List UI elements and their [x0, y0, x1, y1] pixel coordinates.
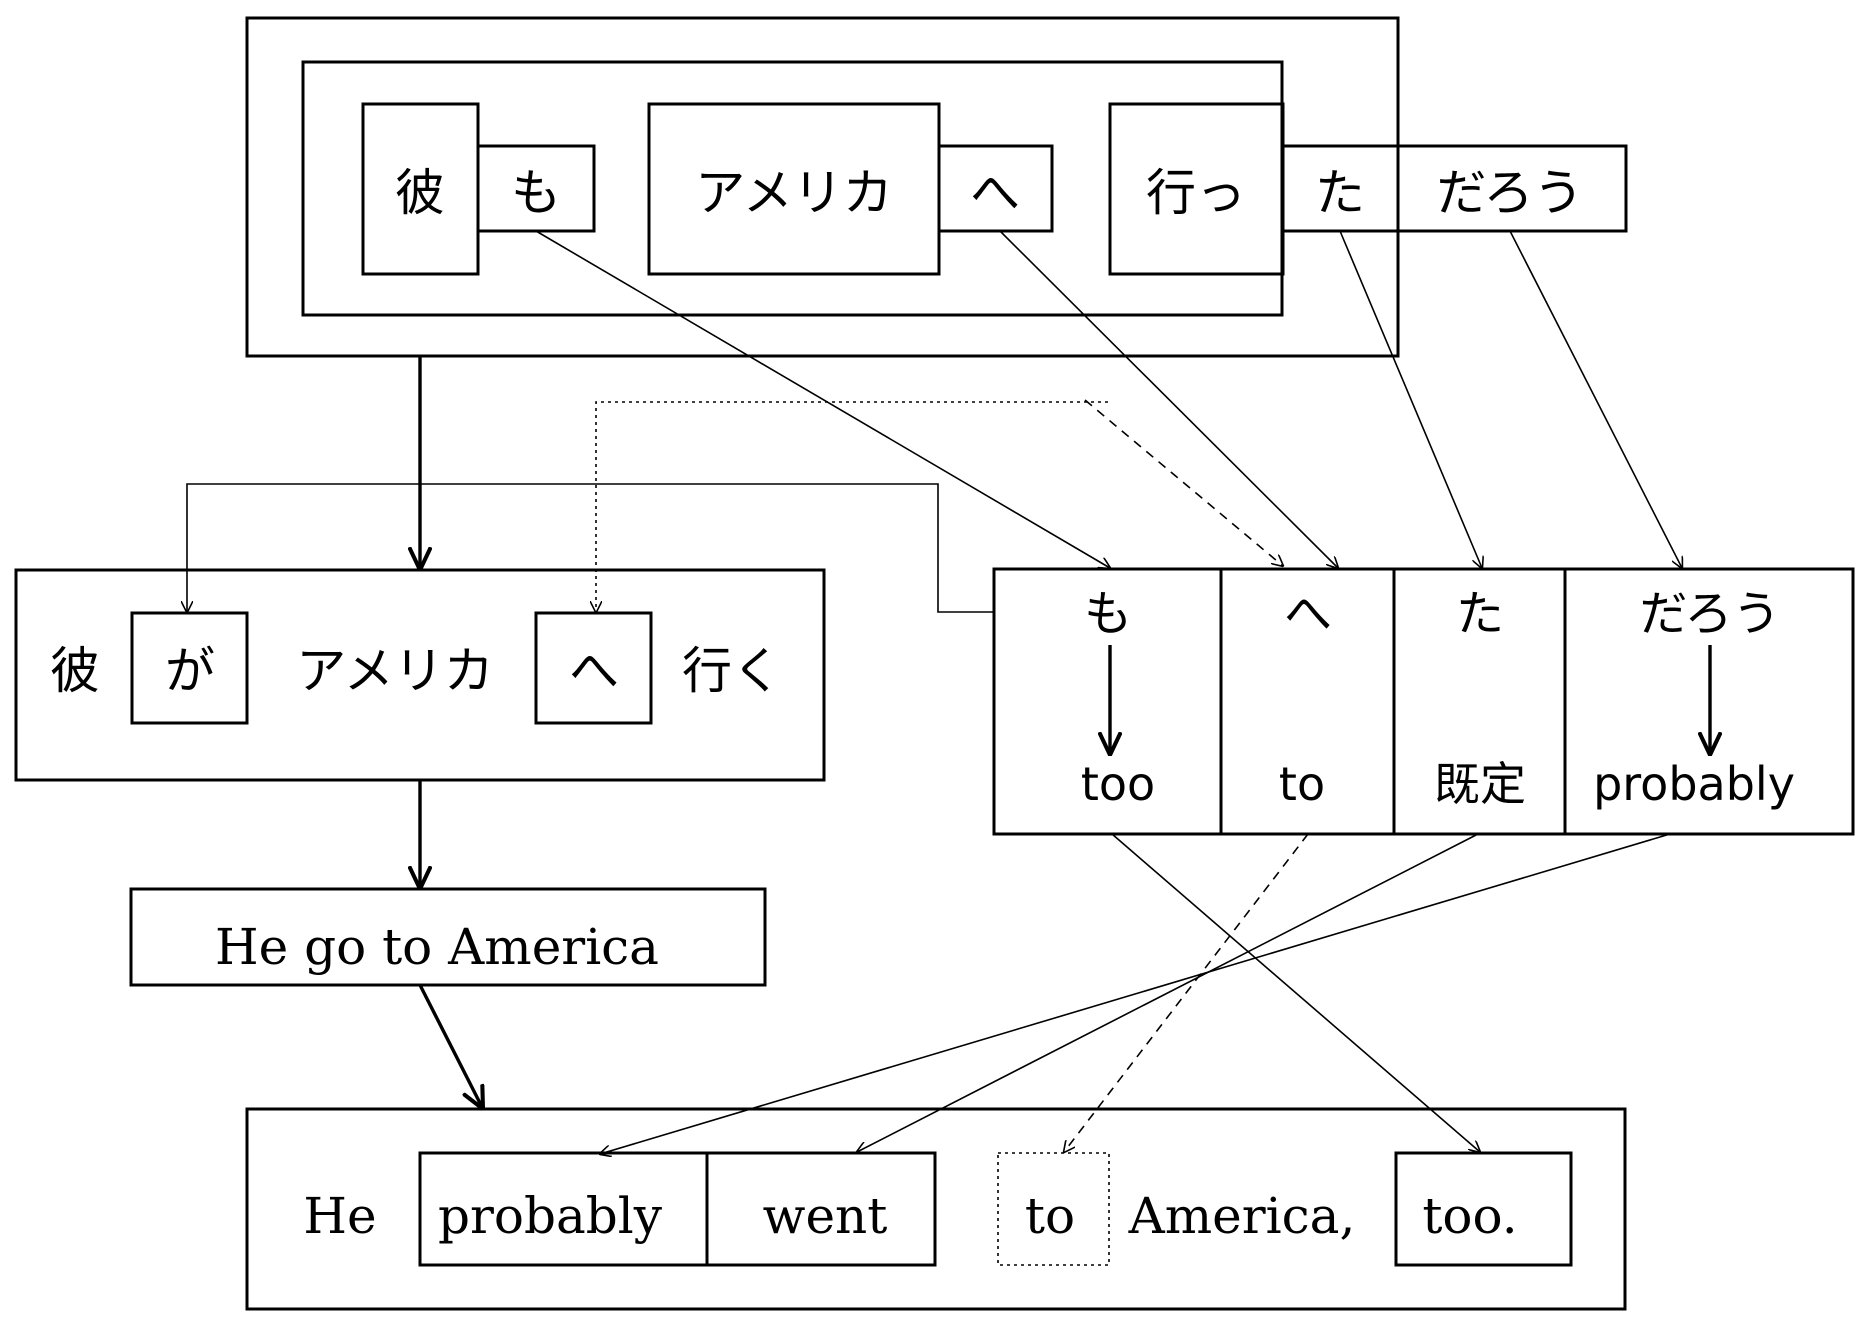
- kare-text: 彼: [395, 164, 445, 222]
- particle-he-en: to: [1279, 757, 1325, 811]
- particle-mo-en: too: [1081, 757, 1155, 811]
- output-probably-text: probably: [438, 1187, 663, 1245]
- intermediate-sentence-block: 彼 が アメリカ へ 行く: [14, 568, 826, 782]
- particle-he-jp: へ: [1284, 586, 1332, 642]
- particle-darou-jp: だろう: [1639, 586, 1780, 642]
- particle-darou-en: probably: [1593, 757, 1795, 811]
- kare2-text: 彼: [50, 642, 100, 700]
- output-too-text: too.: [1422, 1187, 1517, 1245]
- output-went-text: went: [763, 1187, 888, 1245]
- output-too-box: [1394, 1151, 1573, 1267]
- he2-text: へ: [569, 642, 619, 700]
- connectors: [187, 230, 1682, 1154]
- he2-box: [534, 611, 653, 725]
- iku-text: 行く: [682, 642, 782, 700]
- output-frame: [245, 1107, 1627, 1311]
- particle-ta-en: 既定: [1434, 757, 1526, 811]
- he-to-table-arrow: [999, 230, 1338, 568]
- output-sentence-block: He probably went to America, too.: [245, 1107, 1627, 1311]
- particle-table-frame: [992, 567, 1855, 836]
- mo-text: も: [511, 164, 561, 222]
- to-to-output-arrow: [1064, 833, 1309, 1152]
- output-to-text: to: [1025, 1187, 1075, 1245]
- dashed-to-he-column: [1084, 399, 1283, 566]
- ta-darou-box: [1281, 144, 1628, 233]
- literal-translation-frame: [129, 887, 767, 987]
- he-text: へ: [970, 164, 1020, 222]
- output-went-box: [705, 1151, 937, 1267]
- particle-table: も へ た だろう too to 既定 probably: [992, 567, 1855, 836]
- source-outer-frame: [245, 16, 1400, 358]
- ga-text: が: [165, 642, 215, 700]
- he-box: [937, 144, 1054, 233]
- amerika-text: アメリカ: [695, 164, 893, 222]
- kitei-to-went-arrow: [857, 833, 1479, 1152]
- ta-text: た: [1315, 164, 1365, 222]
- output-he-text: He: [303, 1187, 376, 1245]
- output-america-text: America,: [1128, 1187, 1356, 1245]
- literal-translation-text: He go to America: [215, 918, 659, 976]
- ga-box: [130, 611, 249, 725]
- table-to-ga-connector: [187, 483, 994, 612]
- itta-text: 行っ: [1146, 164, 1246, 222]
- literal-to-output-arrow: [418, 984, 483, 1109]
- darou-text: だろう: [1437, 164, 1584, 222]
- amerika2-text: アメリカ: [296, 642, 494, 700]
- darou-to-table-arrow: [1509, 230, 1682, 568]
- particle-ta-jp: た: [1456, 586, 1504, 642]
- mo-to-table-arrow: [535, 230, 1110, 568]
- particle-mo-jp: も: [1084, 586, 1132, 642]
- ta-to-table-arrow: [1339, 230, 1482, 568]
- too-to-output-arrow: [1111, 833, 1480, 1152]
- probably-to-output-arrow: [600, 833, 1671, 1154]
- source-sentence-block: 彼 も アメリカ へ 行っ た だろう: [245, 16, 1628, 358]
- literal-translation-block: He go to America: [129, 887, 767, 987]
- he-to-intermediate-he-connector: [596, 401, 1108, 612]
